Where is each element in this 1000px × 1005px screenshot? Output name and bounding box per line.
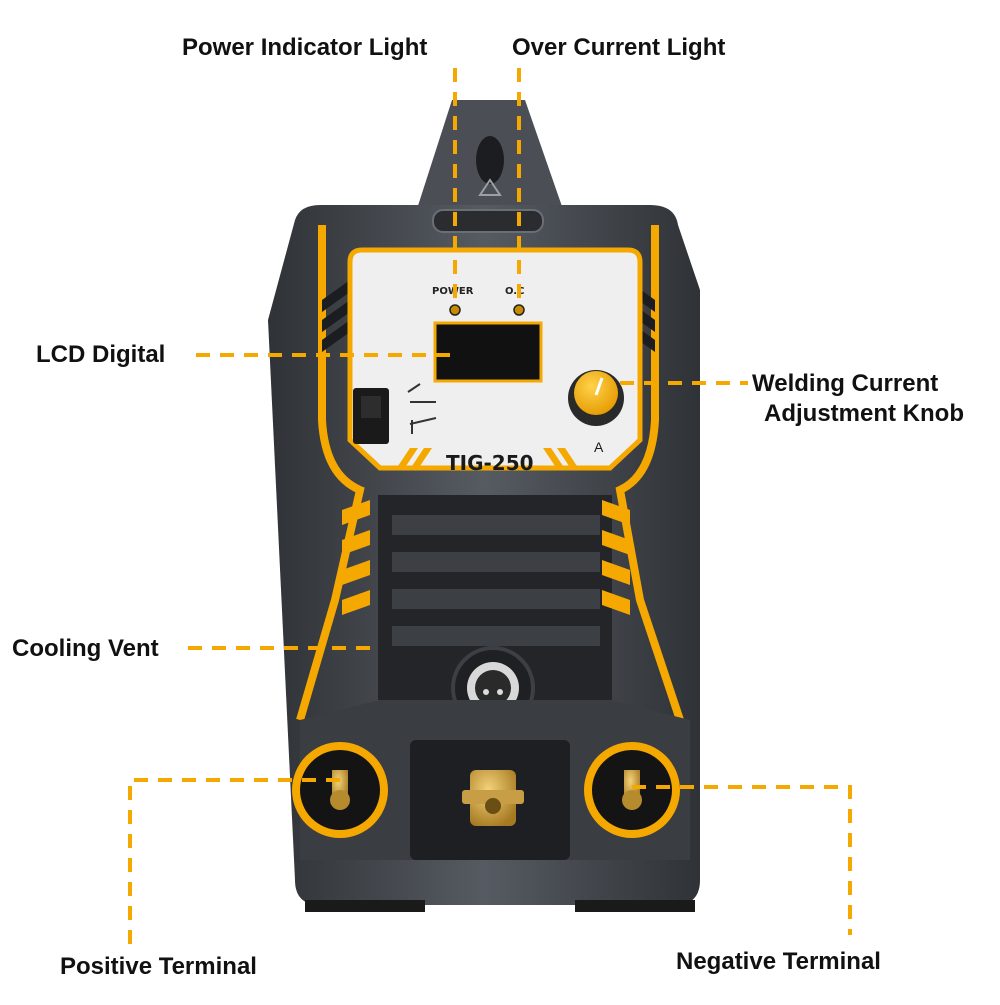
gas-outlet[interactable] [462,770,524,826]
power-indicator-callout: Power Indicator Light [182,34,428,61]
knob-unit-label: A [594,439,604,455]
current-adjustment-knob[interactable] [568,370,624,426]
welding-current-callout-line1: Welding Current [752,370,939,397]
positive-terminal[interactable] [292,742,388,838]
front-panel: POWER O.C TIG-250 A [347,247,643,475]
positive-terminal-callout: Positive Terminal [60,953,257,980]
oc-label: O.C [505,286,524,297]
negative-terminal[interactable] [584,742,680,838]
carry-handle [415,100,565,215]
power-indicator-light [449,304,461,316]
lcd-display [433,321,543,383]
welding-current-callout-line2: Adjustment Knob [764,400,964,427]
over-current-callout: Over Current Light [512,34,726,61]
lcd-digital-callout: LCD Digital [36,341,166,368]
stripes-right [543,448,577,466]
foot-left [305,900,425,912]
foot-right [575,900,695,912]
side-vents-left [342,500,370,615]
tig-mode-icon [409,417,437,434]
negative-terminal-callout: Negative Terminal [676,948,881,975]
cooling-vent-callout: Cooling Vent [12,635,159,662]
over-current-light [513,304,525,316]
stick-mode-icon [407,383,436,403]
model-label: TIG-250 [446,451,534,475]
stripes-left [398,448,432,466]
cooling-vent [378,495,612,700]
callout-lines [128,68,852,950]
side-vents-right [602,500,630,615]
power-label: POWER [432,286,474,297]
